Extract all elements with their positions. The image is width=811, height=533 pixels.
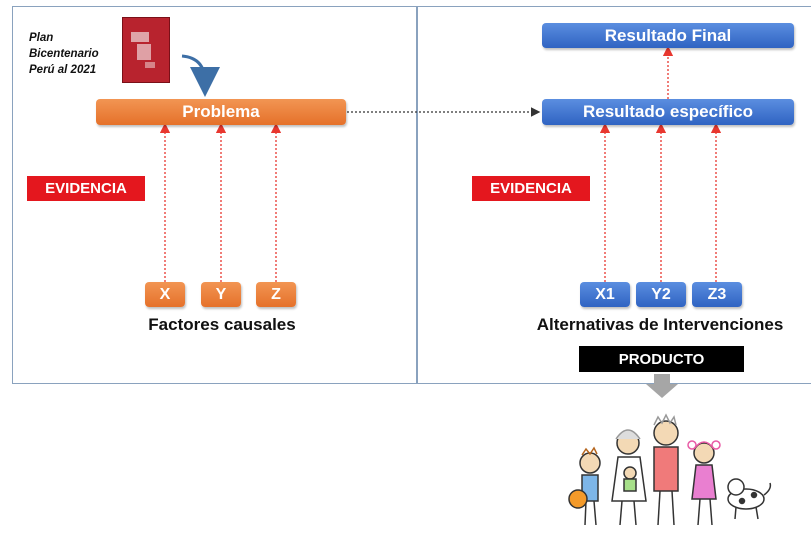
family-illustration-icon xyxy=(568,413,772,526)
factor-x-box: X xyxy=(145,282,185,307)
plan-title: Plan Bicentenario Perú al 2021 xyxy=(29,30,99,78)
factor-y-box: Y xyxy=(201,282,241,307)
book-cover-icon xyxy=(122,17,170,83)
alternativas-caption: Alternativas de Intervenciones xyxy=(536,315,784,334)
problema-box: Problema xyxy=(96,99,346,125)
alternative-y2-box: Y2 xyxy=(636,282,686,307)
down-arrow-icon xyxy=(646,374,678,398)
producto-label: PRODUCTO xyxy=(579,346,744,372)
alternative-z3-box: Z3 xyxy=(692,282,742,307)
resultado-final-box: Resultado Final xyxy=(542,23,794,48)
curved-arrow-icon xyxy=(181,54,220,97)
plan-line-2: Bicentenario xyxy=(29,48,99,60)
panel-divider xyxy=(416,6,418,384)
evidencia-right-label: EVIDENCIA xyxy=(472,176,590,201)
alternative-x1-box: X1 xyxy=(580,282,630,307)
diagram-frame xyxy=(12,6,811,384)
factores-causales-caption: Factores causales xyxy=(148,315,296,334)
resultado-especifico-box: Resultado específico xyxy=(542,99,794,125)
factor-z-box: Z xyxy=(256,282,296,307)
evidencia-left-label: EVIDENCIA xyxy=(27,176,145,201)
plan-line-1: Plan xyxy=(29,32,54,44)
plan-line-3: Perú al 2021 xyxy=(29,64,97,76)
